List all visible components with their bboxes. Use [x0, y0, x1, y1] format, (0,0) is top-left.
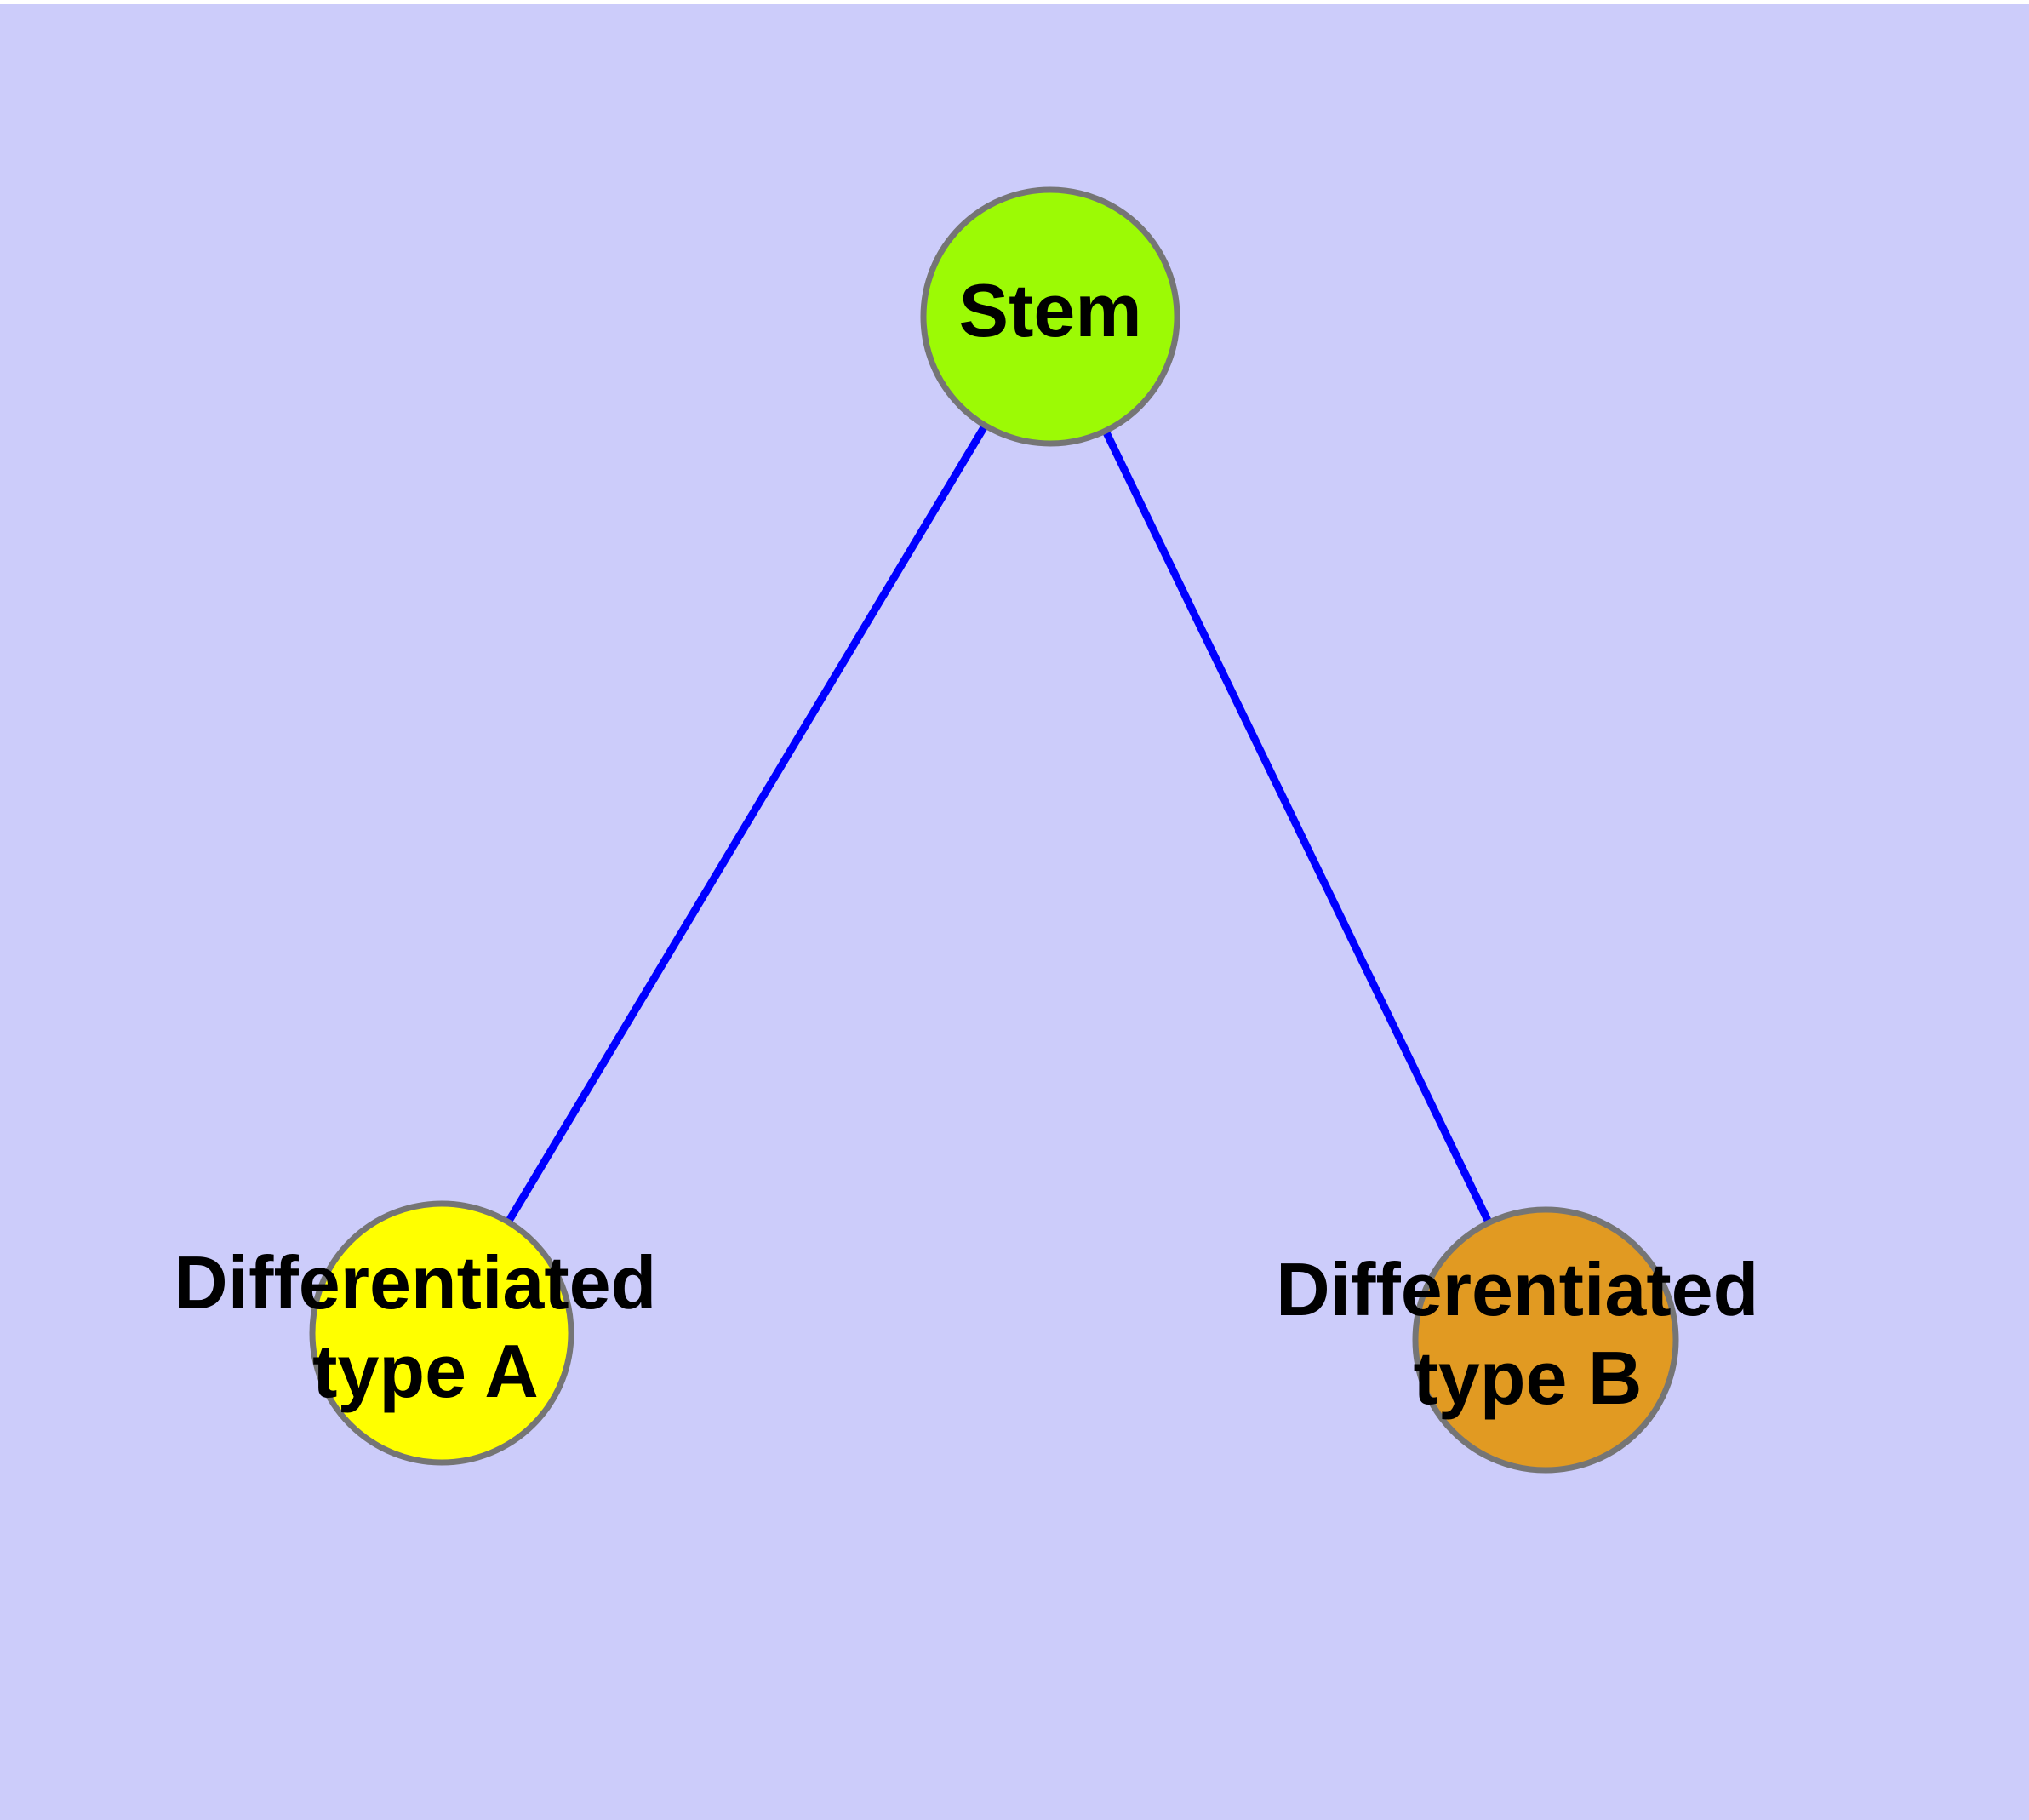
node-differentiated-type-a-label-line-1: Differentiated	[174, 1240, 656, 1325]
edge-stem-to-differentiated-type-b[interactable]	[1099, 422, 1495, 1231]
labels-layer: Stem Differentiated type A Differentiate…	[174, 268, 1780, 1420]
node-differentiated-type-b-circle[interactable]	[1412, 1206, 1679, 1474]
node-differentiated-type-a[interactable]	[309, 1200, 574, 1466]
node-differentiated-type-b-label-line-1: Differentiated	[1276, 1247, 1758, 1331]
node-stem-label: Stem	[958, 268, 1141, 352]
node-differentiated-type-a-label: Differentiated type A	[174, 1240, 677, 1413]
node-differentiated-type-b[interactable]	[1412, 1206, 1679, 1474]
node-differentiated-type-b-label-line-2: type B	[1414, 1336, 1643, 1420]
node-differentiated-type-b-label: Differentiated type B	[1276, 1247, 1780, 1420]
edge-stem-to-differentiated-type-a[interactable]	[501, 417, 992, 1230]
node-differentiated-type-a-circle[interactable]	[309, 1200, 574, 1466]
node-differentiated-type-a-label-line-2: type A	[312, 1329, 539, 1413]
node-stem[interactable]	[920, 186, 1180, 447]
node-stem-label-line-1: Stem	[958, 268, 1141, 352]
node-stem-circle[interactable]	[920, 186, 1180, 447]
nodes-layer	[309, 186, 1679, 1474]
edges-layer	[501, 417, 1495, 1231]
